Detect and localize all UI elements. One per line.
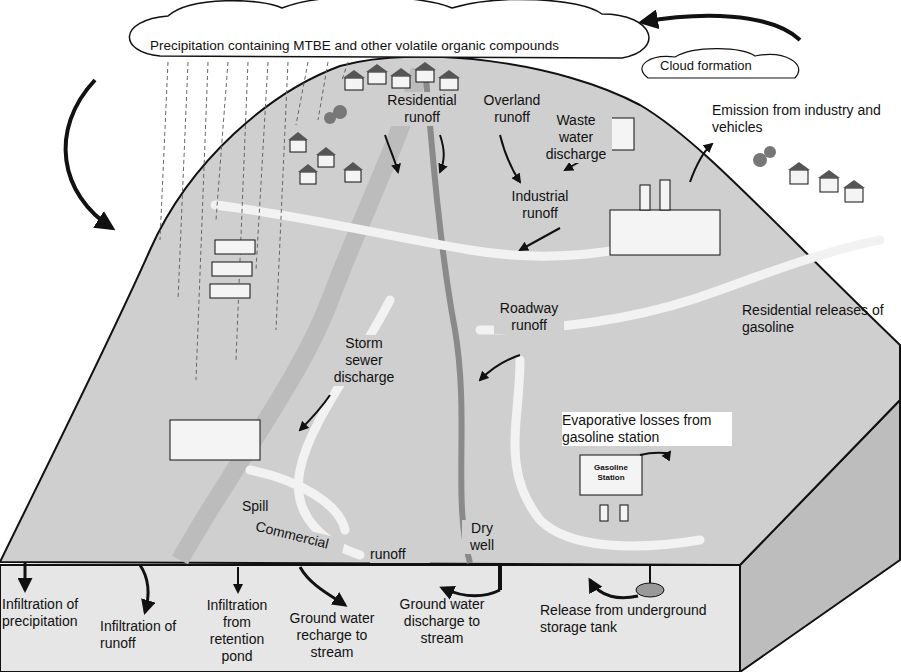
map-label: Industrial runoff — [500, 188, 580, 222]
map-label: runoff — [370, 546, 430, 563]
map-label: Ground water discharge to stream — [388, 596, 496, 647]
map-label: Ground water recharge to stream — [280, 610, 384, 661]
map-label: Precipitation containing MTBE and other … — [150, 38, 620, 54]
map-label: Infiltration from retention pond — [196, 597, 278, 665]
map-label: Infiltration of precipitation — [2, 596, 102, 630]
map-label: Storm sewer discharge — [325, 335, 403, 386]
map-label: Release from underground storage tank — [540, 602, 736, 636]
map-label: Dry well — [462, 520, 502, 554]
map-label: Cloud formation — [660, 58, 780, 74]
map-label: Evaporative losses from gasoline station — [562, 412, 732, 446]
map-label: Overland runoff — [474, 92, 550, 126]
map-label: Emission from industry and vehicles — [712, 102, 898, 136]
map-label: Spill — [242, 498, 282, 515]
map-label: Roadway runoff — [494, 300, 564, 334]
map-label: Gasoline Station — [582, 463, 640, 483]
map-label: Waste water discharge — [540, 112, 612, 163]
map-label: Residential releases of gasoline — [742, 302, 892, 336]
map-label: Residential runoff — [372, 92, 472, 126]
map-label: Infiltration of runoff — [100, 618, 195, 652]
